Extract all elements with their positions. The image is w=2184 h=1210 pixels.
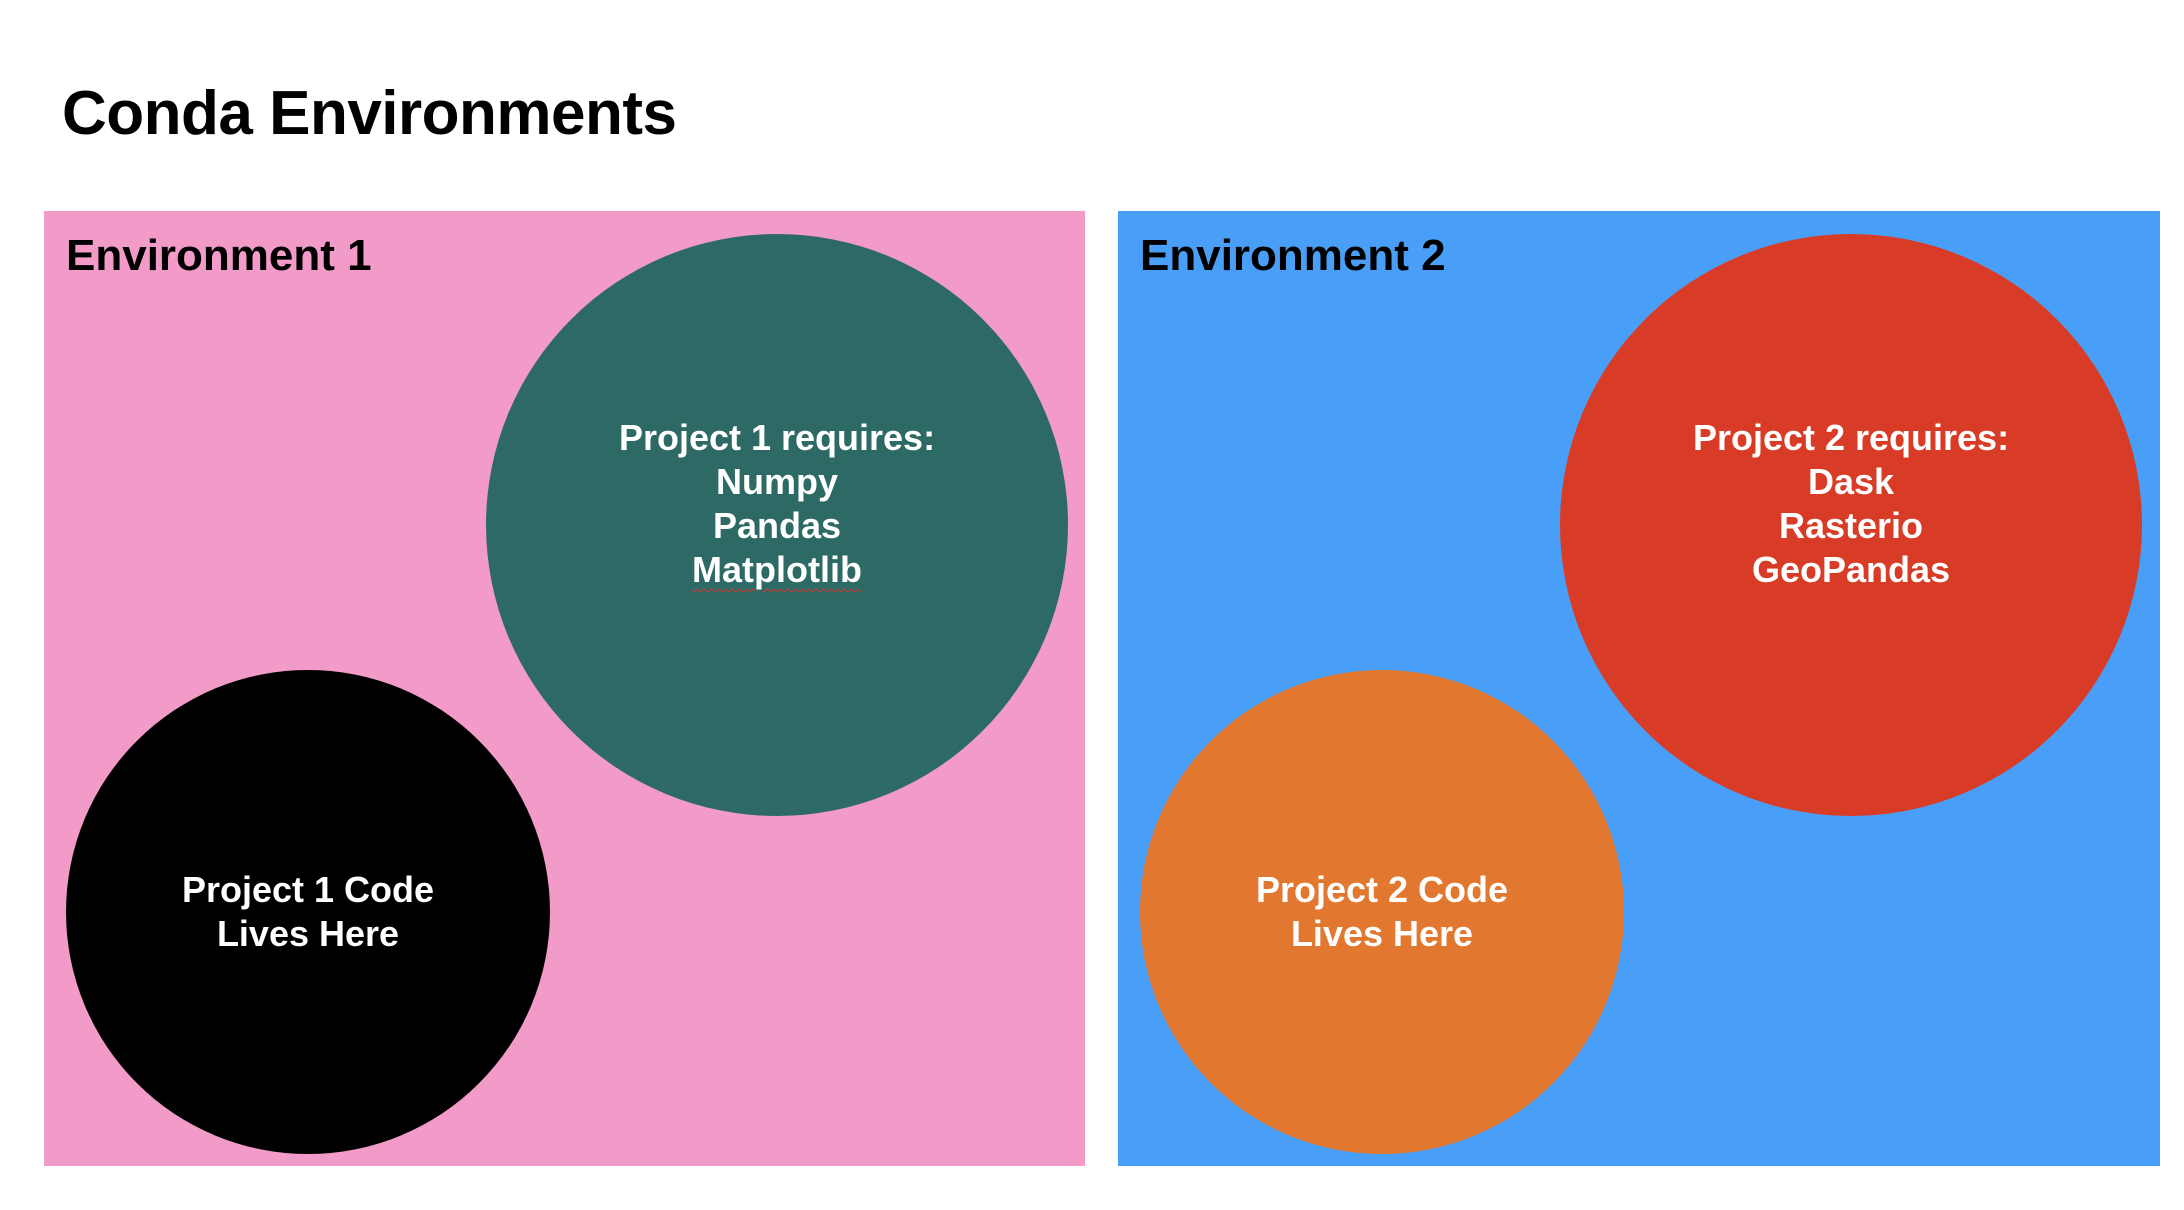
project-1-code-line-1: Project 1 Code: [181, 869, 435, 910]
project-1-package-numpy: Numpy: [715, 461, 838, 502]
page-title: Conda Environments: [62, 79, 677, 148]
environment-2-box: Environment 2 Project 2 requires: Dask R…: [1118, 211, 2160, 1166]
project-2-package-dask: Dask: [1807, 461, 1895, 502]
project-2-code-line-1: Project 2 Code: [1255, 869, 1509, 910]
project-2-code-circle: Project 2 Code Lives Here: [1140, 670, 1624, 1154]
project-2-package-geopandas: GeoPandas: [1751, 549, 1951, 590]
project-2-package-rasterio: Rasterio: [1778, 505, 1924, 546]
project-1-code-line-2: Lives Here: [216, 913, 400, 954]
project-1-package-matplotlib: Matplotlib: [692, 549, 862, 590]
project-1-code-circle: Project 1 Code Lives Here: [66, 670, 550, 1154]
environment-2-label: Environment 2: [1140, 231, 1446, 280]
project-1-package-pandas: Pandas: [712, 505, 842, 546]
project-2-requirements-circle: Project 2 requires: Dask Rasterio GeoPan…: [1560, 234, 2142, 816]
project-2-requires-heading: Project 2 requires:: [1692, 417, 2010, 458]
project-2-code-line-2: Lives Here: [1290, 913, 1474, 954]
project-1-requires-heading: Project 1 requires:: [618, 417, 936, 458]
project-1-requirements-circle: Project 1 requires: Numpy Pandas Matplot…: [486, 234, 1068, 816]
environment-1-box: Environment 1 Project 1 requires: Numpy …: [44, 211, 1085, 1166]
environment-1-label: Environment 1: [66, 231, 372, 280]
